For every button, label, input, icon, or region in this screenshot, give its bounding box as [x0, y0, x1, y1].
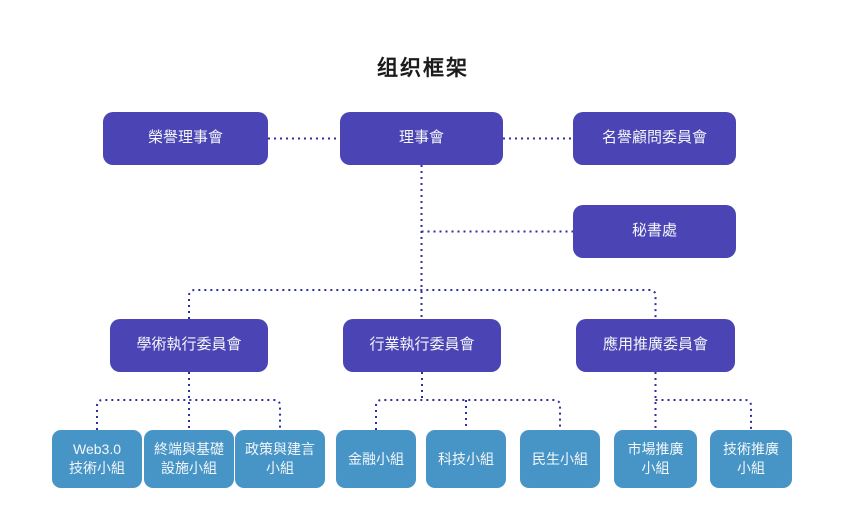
node-livelihood-group: 民生小組: [520, 430, 600, 488]
node-market-group: 市場推廣 小組: [614, 430, 697, 488]
node-tech-promo-group-label: 技術推廣 小組: [723, 441, 779, 476]
connector-industry-distributor: [375, 399, 561, 430]
node-application-committee: 應用推廣委員會: [576, 319, 735, 372]
node-industry-committee-label: 行業執行委員會: [369, 336, 475, 354]
node-livelihood-group-label: 民生小組: [532, 450, 588, 467]
node-tech-group: 科技小組: [426, 430, 506, 488]
node-academic-committee-label: 學術執行委員會: [136, 336, 242, 354]
node-market-group-label: 市場推廣 小組: [627, 441, 684, 476]
node-secretariat-label: 秘書處: [631, 222, 677, 240]
node-finance-group: 金融小組: [336, 430, 416, 488]
node-tech-group-label: 科技小組: [438, 450, 494, 467]
node-honorary-advisory-label: 名譽顧問委員會: [601, 129, 707, 147]
node-council-label: 理事會: [398, 129, 444, 147]
node-policy-group-label: 政策與建言 小組: [245, 441, 315, 476]
node-honorary-advisory: 名譽顧問委員會: [573, 112, 736, 165]
node-web3-group-label: Web3.0 技術小組: [69, 441, 125, 476]
connector-committee-distributor: [188, 289, 657, 319]
node-terminal-group-label: 終端與基礎 設施小組: [154, 441, 224, 476]
page-title: 组织框架: [377, 57, 469, 80]
node-tech-promo-group: 技術推廣 小組: [710, 430, 792, 488]
node-honorary-council-label: 榮譽理事會: [147, 129, 223, 147]
node-secretariat: 秘書處: [573, 205, 736, 258]
node-terminal-group: 終端與基礎 設施小組: [144, 430, 234, 488]
node-academic-committee: 學術執行委員會: [110, 319, 268, 372]
connector-academic-distributor: [96, 399, 281, 430]
connector-application-branch: [655, 399, 752, 430]
node-council: 理事會: [340, 112, 503, 165]
node-application-committee-label: 應用推廣委員會: [602, 336, 708, 354]
node-finance-group-label: 金融小組: [348, 450, 404, 467]
node-web3-group: Web3.0 技術小組: [52, 430, 142, 488]
node-industry-committee: 行業執行委員會: [343, 319, 501, 372]
node-policy-group: 政策與建言 小組: [235, 430, 325, 488]
node-honorary-council: 榮譽理事會: [103, 112, 268, 165]
